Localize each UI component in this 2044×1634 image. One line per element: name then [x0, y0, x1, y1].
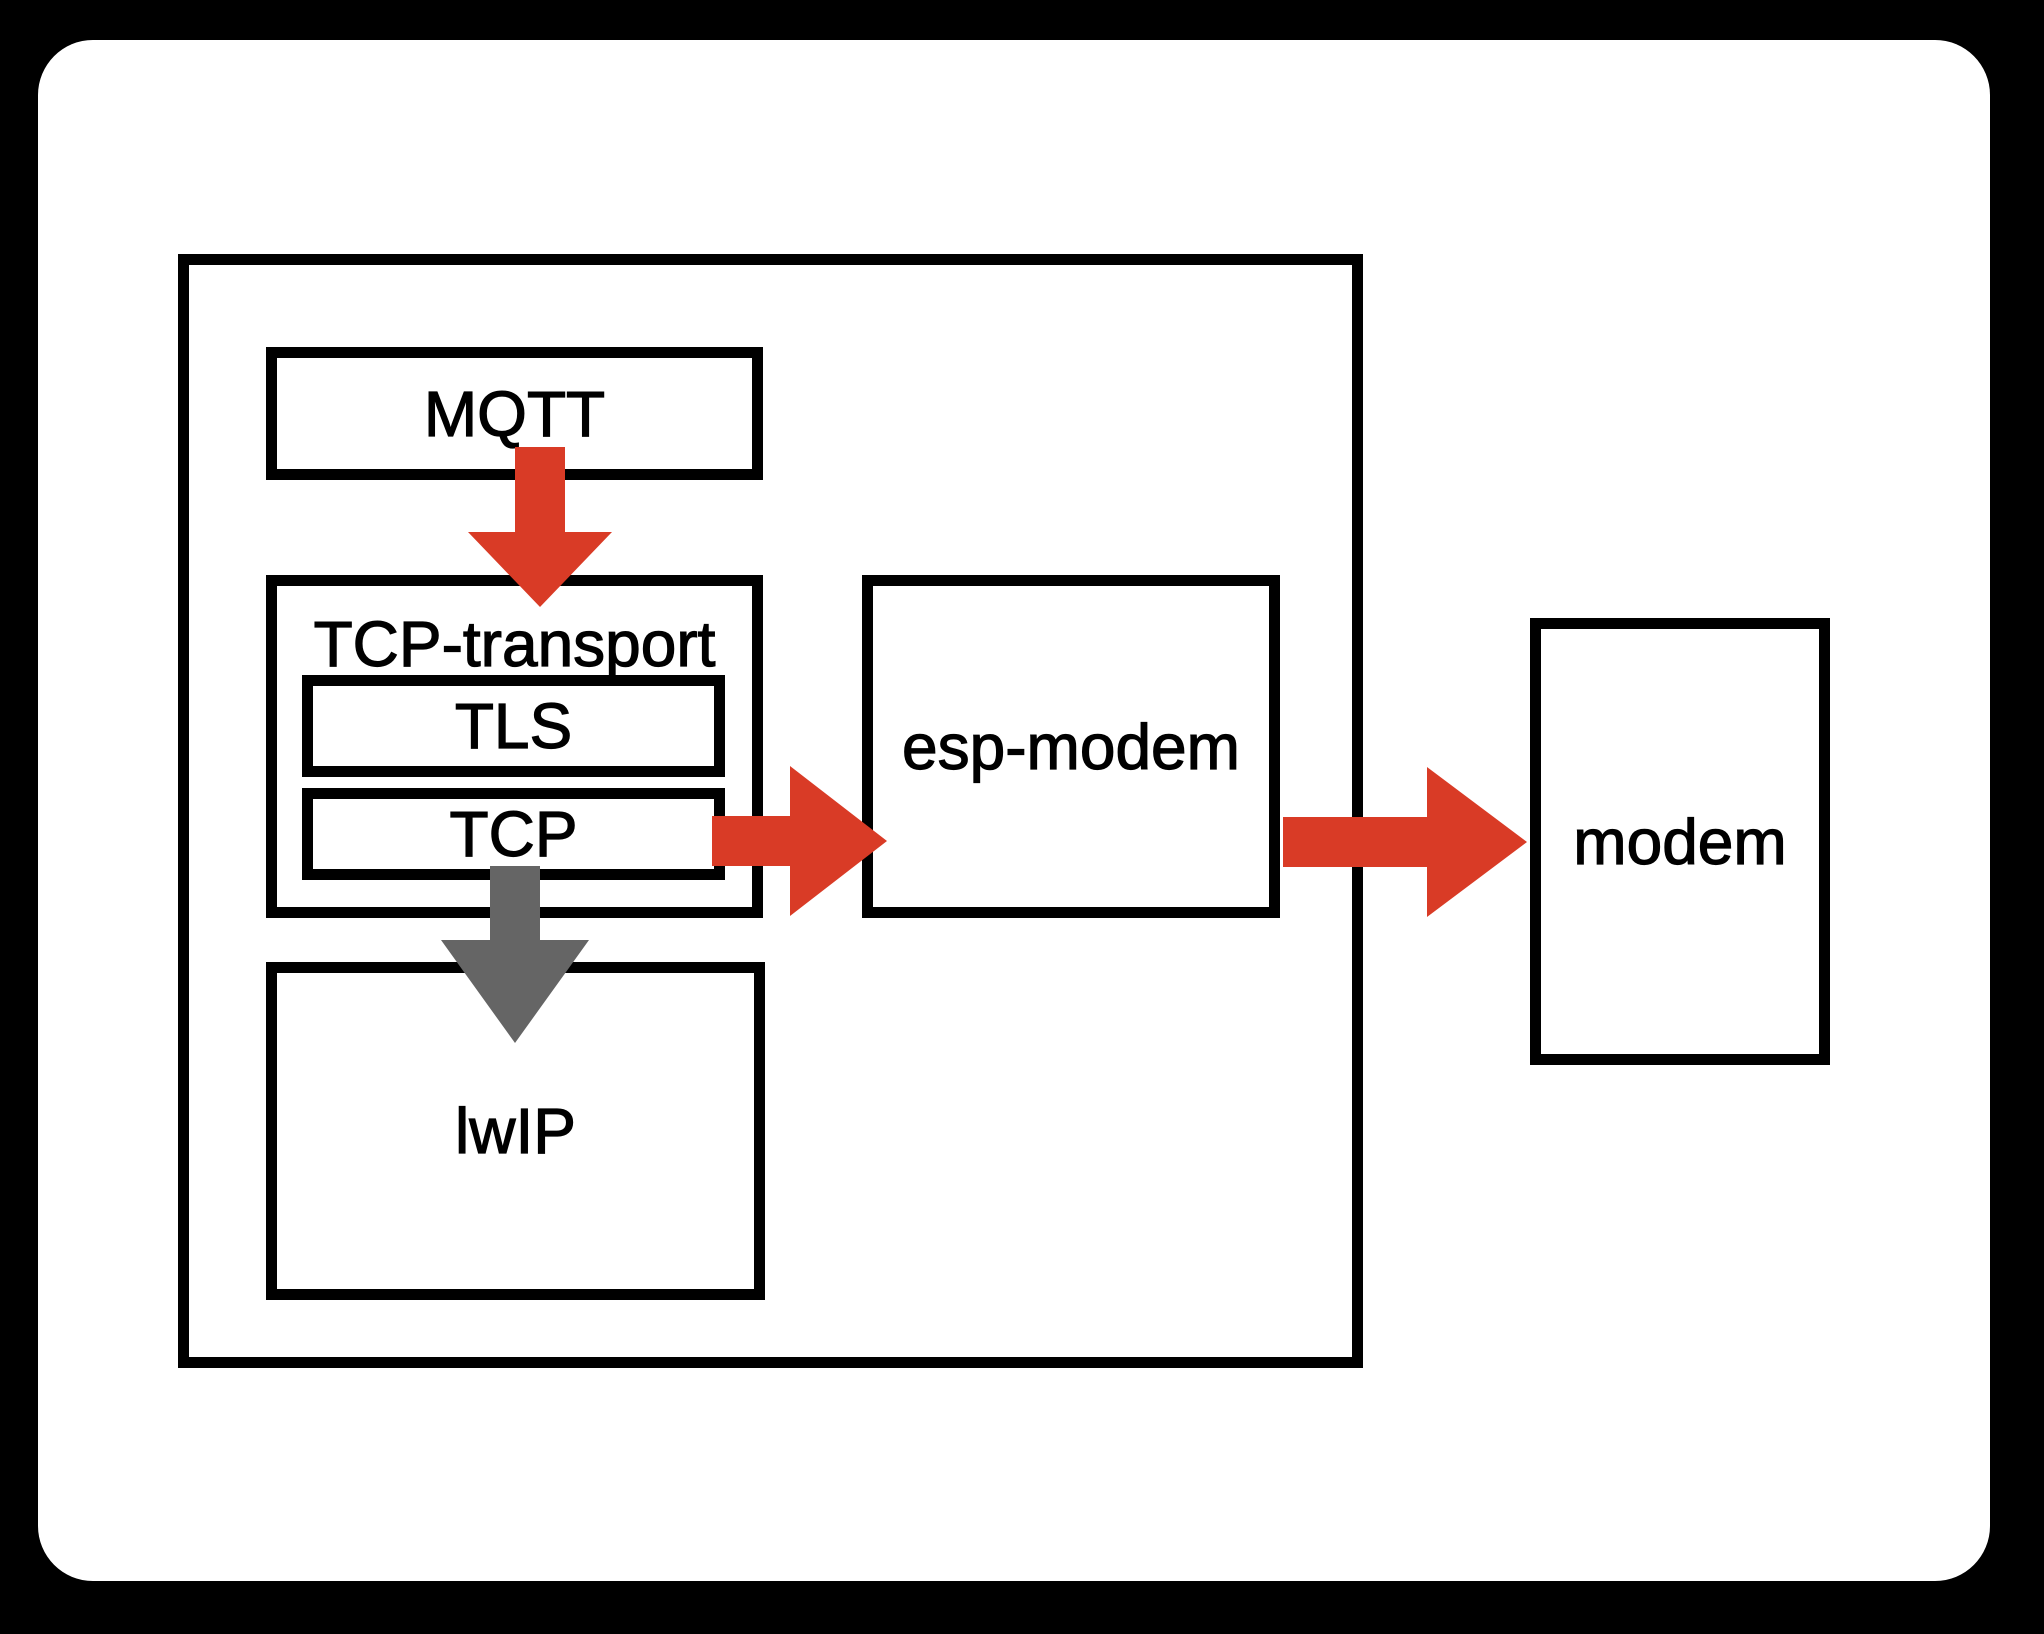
diagram-node-tcp: TCP — [302, 788, 725, 880]
modem-label: modem — [1573, 805, 1788, 878]
diagram-node-esp-modem: esp-modem — [862, 575, 1280, 918]
lwip-label: lwIP — [454, 1095, 576, 1167]
diagram-node-lwip: lwIP — [266, 962, 765, 1300]
tcp-label: TCP — [449, 798, 578, 870]
tls-label: TLS — [454, 690, 573, 762]
diagram-node-tls: TLS — [302, 675, 725, 777]
diagram-node-modem: modem — [1530, 618, 1830, 1065]
mqtt-label: MQTT — [423, 377, 606, 450]
tcp-transport-label: TCP-transport — [313, 608, 716, 680]
diagram-node-mqtt: MQTT — [266, 347, 763, 480]
diagram-node-tcp-transport: TCP-transport TLS TCP — [266, 575, 763, 918]
esp-modem-label: esp-modem — [901, 710, 1240, 783]
